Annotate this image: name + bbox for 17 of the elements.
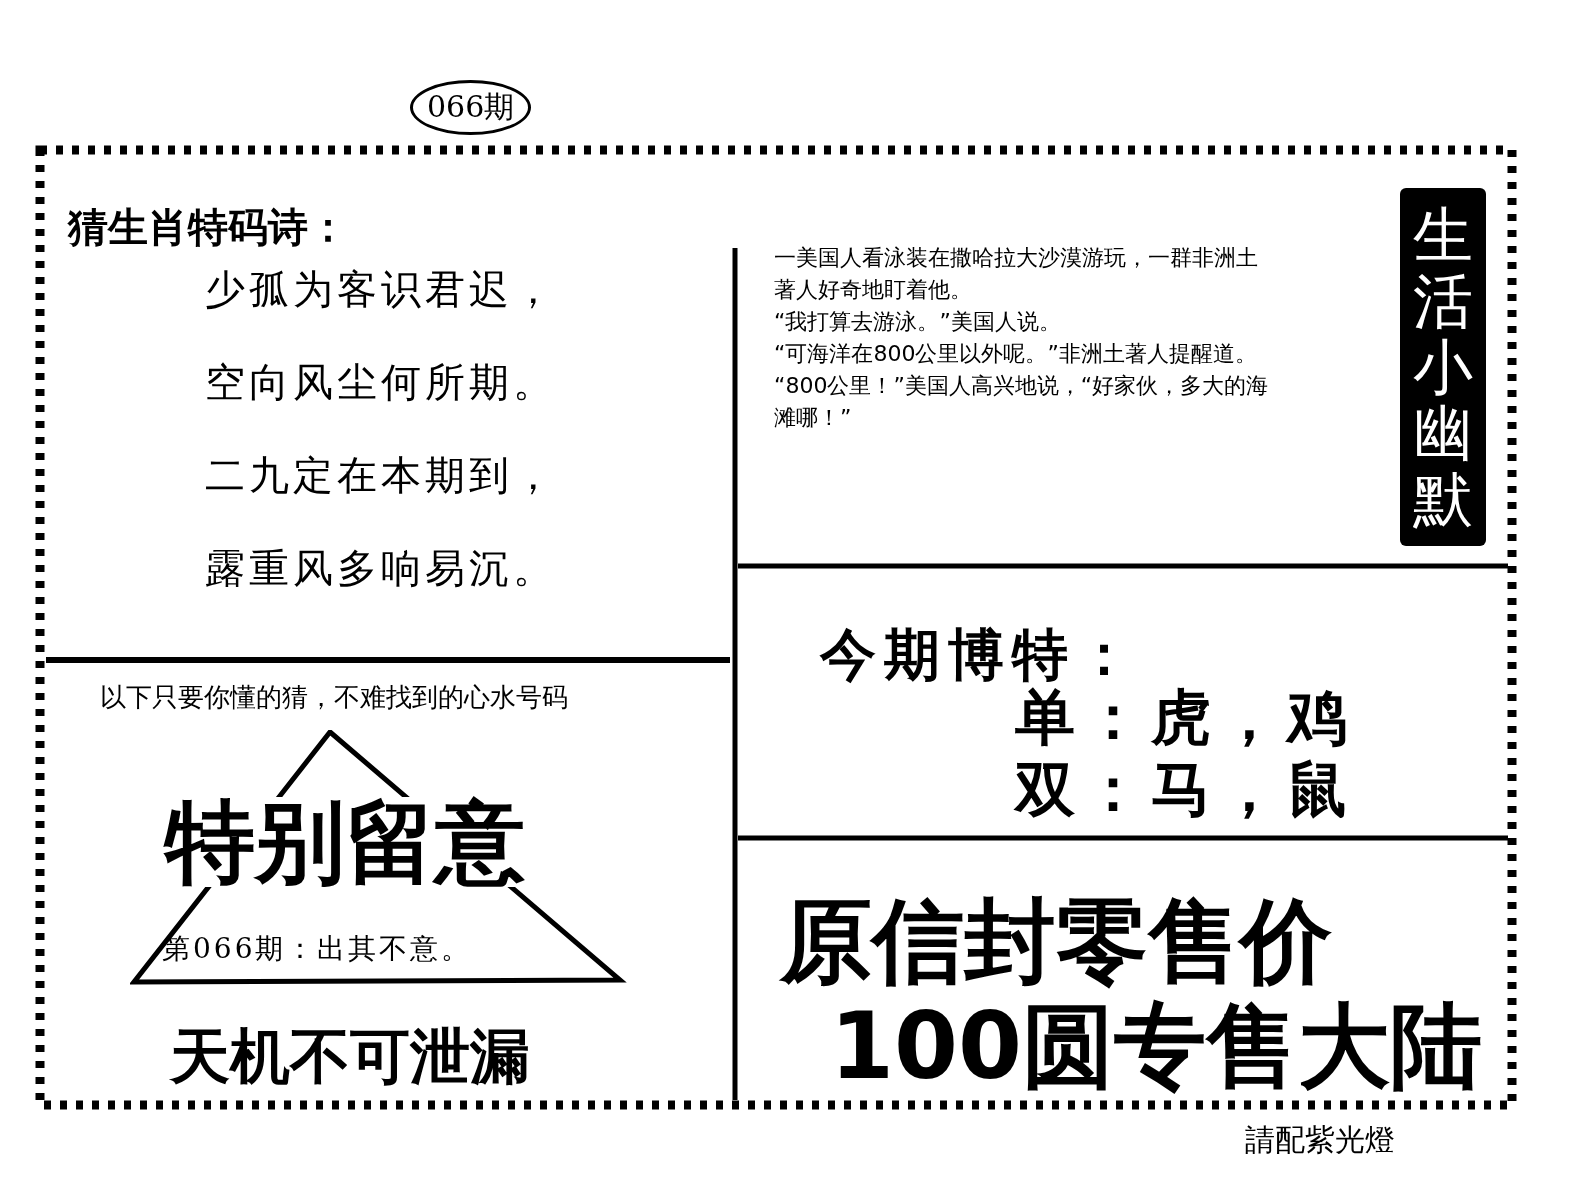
title-tag bbox=[1400, 188, 1486, 546]
tip-line: 双：马，鼠 bbox=[1015, 753, 1355, 826]
poem-line: 露重风多响易沉。 bbox=[205, 544, 557, 593]
vertical-heading: 生活小幽默 bbox=[1413, 202, 1473, 532]
headline: 特别留意 bbox=[165, 797, 525, 887]
joke-paragraph: “800公里！”美国人高兴地说，“好家伙，多大的海滩哪！” bbox=[774, 372, 1270, 432]
joke-paragraph: “可海洋在800公里以外呢。”非洲土著人提醒道。 bbox=[774, 340, 1258, 368]
joke-paragraph: 一美国人看泳装在撒哈拉大沙漠游玩，一群非洲土著人好奇地盯着他。 bbox=[774, 244, 1259, 304]
poem-heading: 猜生肖特码诗： bbox=[68, 203, 348, 252]
poem-line: 二九定在本期到， bbox=[205, 451, 557, 500]
slogan: 天机不可泄漏 bbox=[170, 1020, 530, 1093]
issue-badge: 066期 bbox=[410, 80, 532, 135]
hint-text: 以下只要你懂的猜，不难找到的心水号码 bbox=[100, 681, 568, 714]
footer-note: 請配紫光燈 bbox=[1245, 1121, 1395, 1159]
joke-paragraph: “我打算去游泳。”美国人说。 bbox=[774, 308, 1062, 336]
poem-line: 空向风尘何所期。 bbox=[205, 358, 557, 407]
poem-line: 少孤为客识君迟， bbox=[205, 265, 557, 314]
